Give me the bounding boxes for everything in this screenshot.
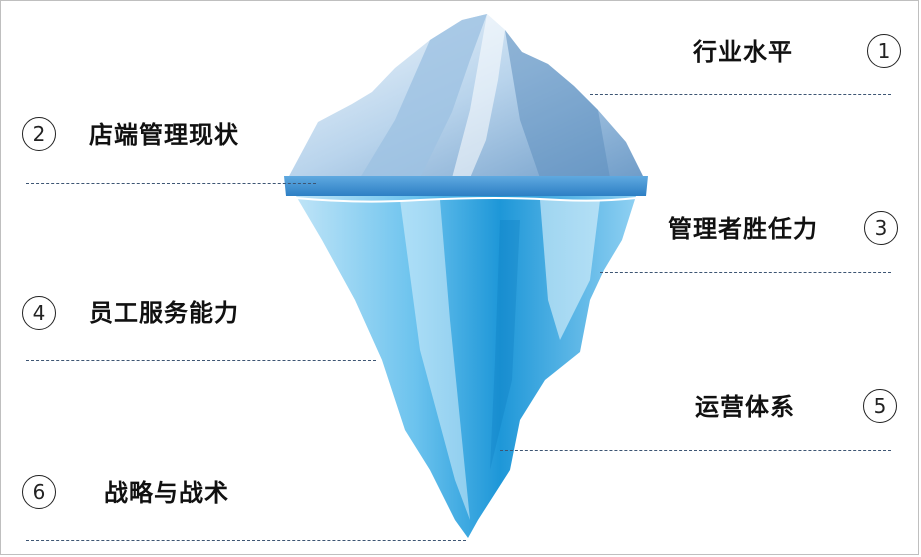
dashed-line-3 bbox=[600, 272, 891, 273]
dashed-line-6 bbox=[26, 540, 466, 541]
item-4-number-badge: 4 bbox=[22, 296, 56, 330]
item-4-label: 员工服务能力 bbox=[89, 299, 239, 327]
item-5-number-badge: 5 bbox=[863, 389, 897, 423]
iceberg-underwater-streak-1 bbox=[400, 200, 470, 520]
item-5-label: 运营体系 bbox=[695, 393, 795, 421]
item-3-number-badge: 3 bbox=[864, 211, 898, 245]
item-6-number-badge: 6 bbox=[22, 475, 56, 509]
item-3-label: 管理者胜任力 bbox=[668, 215, 818, 243]
item-6-label: 战略与战术 bbox=[104, 479, 229, 507]
iceberg-tip-shade-right bbox=[505, 30, 610, 178]
dashed-line-2 bbox=[26, 183, 316, 184]
iceberg-tip-shadow bbox=[360, 14, 487, 178]
item-1-label: 行业水平 bbox=[693, 38, 793, 66]
iceberg-tip-highlight bbox=[452, 14, 505, 178]
iceberg-underwater-streak-3 bbox=[490, 220, 520, 470]
iceberg-underwater-streak-2 bbox=[540, 200, 600, 340]
water-line-highlight bbox=[295, 197, 637, 203]
water-line bbox=[284, 176, 648, 196]
item-2-number-badge: 2 bbox=[22, 117, 56, 151]
dashed-line-4 bbox=[26, 360, 376, 361]
dashed-line-1 bbox=[590, 94, 891, 95]
item-1-number-badge: 1 bbox=[867, 34, 901, 68]
dashed-line-5 bbox=[500, 450, 891, 451]
item-2-label: 店端管理现状 bbox=[89, 121, 239, 149]
